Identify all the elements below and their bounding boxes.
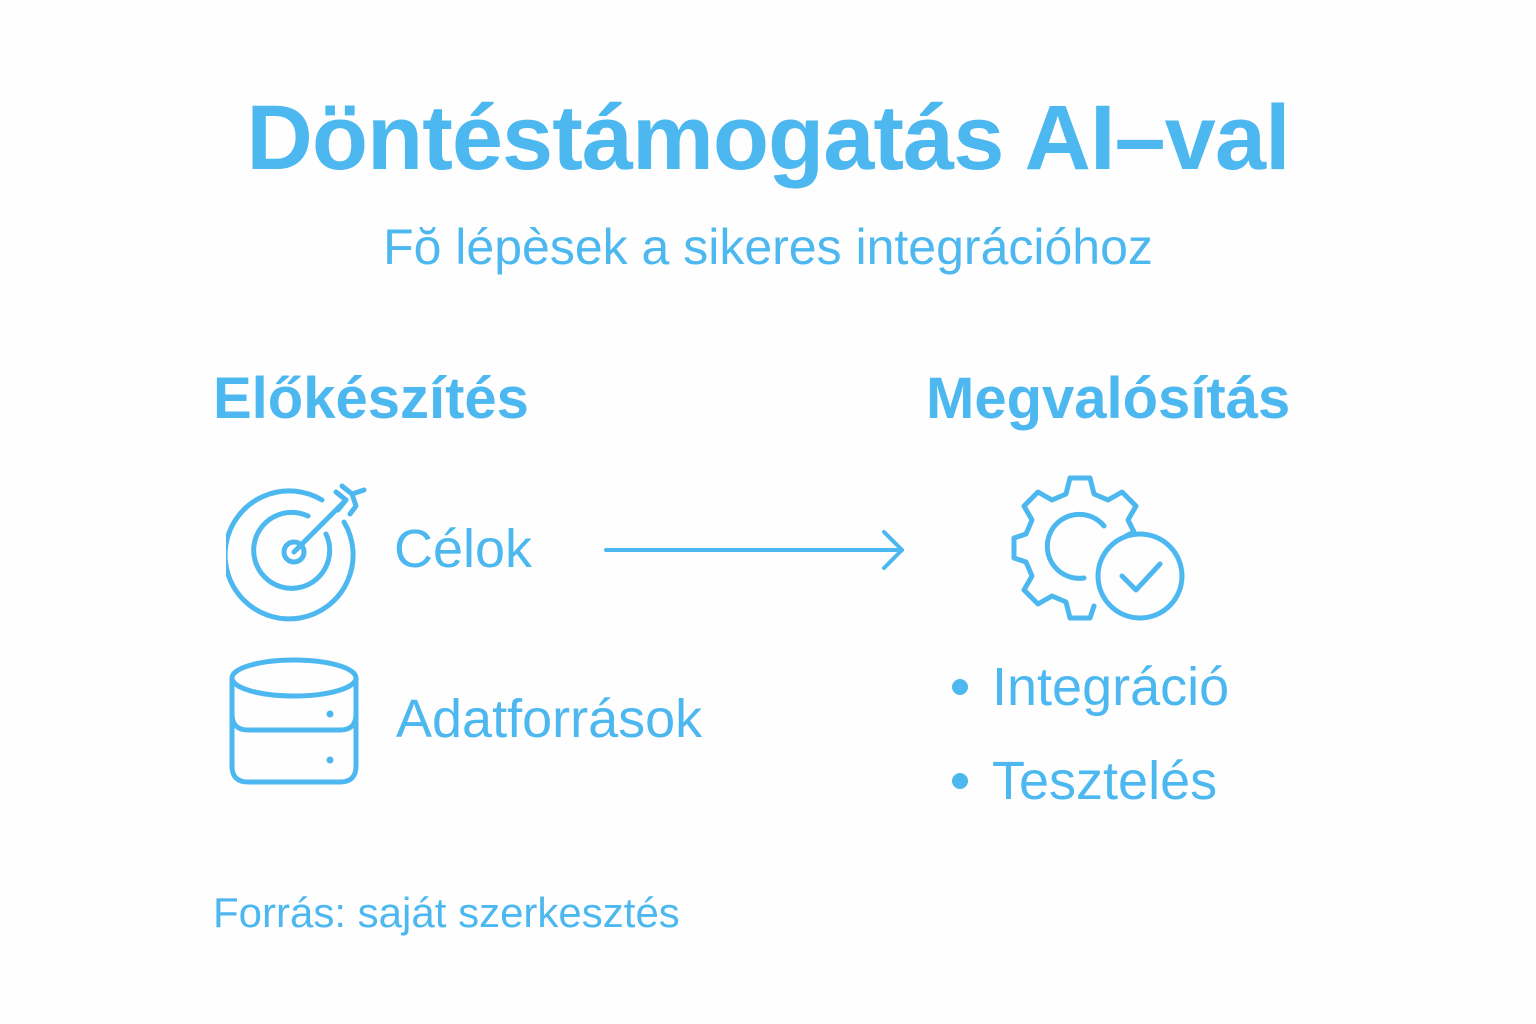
preparation-heading: Előkészítés xyxy=(213,366,529,431)
integration-label: Integráció xyxy=(992,657,1230,717)
bullet-item: Tesztelés xyxy=(952,754,1217,808)
implementation-heading: Megvalósítás xyxy=(926,366,1291,431)
data-sources-label: Adatforrások xyxy=(396,689,703,749)
testing-label: Tesztelés xyxy=(992,751,1218,811)
database-icon xyxy=(229,657,359,785)
source-note: Forrás: saját szerkesztés xyxy=(213,889,680,936)
page-title: Döntéstámogatás AI–val xyxy=(246,87,1290,189)
arrow-right-icon xyxy=(604,530,904,570)
target-icon xyxy=(226,483,367,622)
gear-check-icon xyxy=(1011,475,1185,621)
goals-label: Célok xyxy=(394,519,533,579)
bullet-item: Integráció xyxy=(952,660,1229,714)
bullet-dot-icon xyxy=(952,773,968,789)
bullet-dot-icon xyxy=(952,679,968,695)
page-subtitle: Fŏ lépèsek a sikeres integrációhoz xyxy=(383,219,1153,275)
